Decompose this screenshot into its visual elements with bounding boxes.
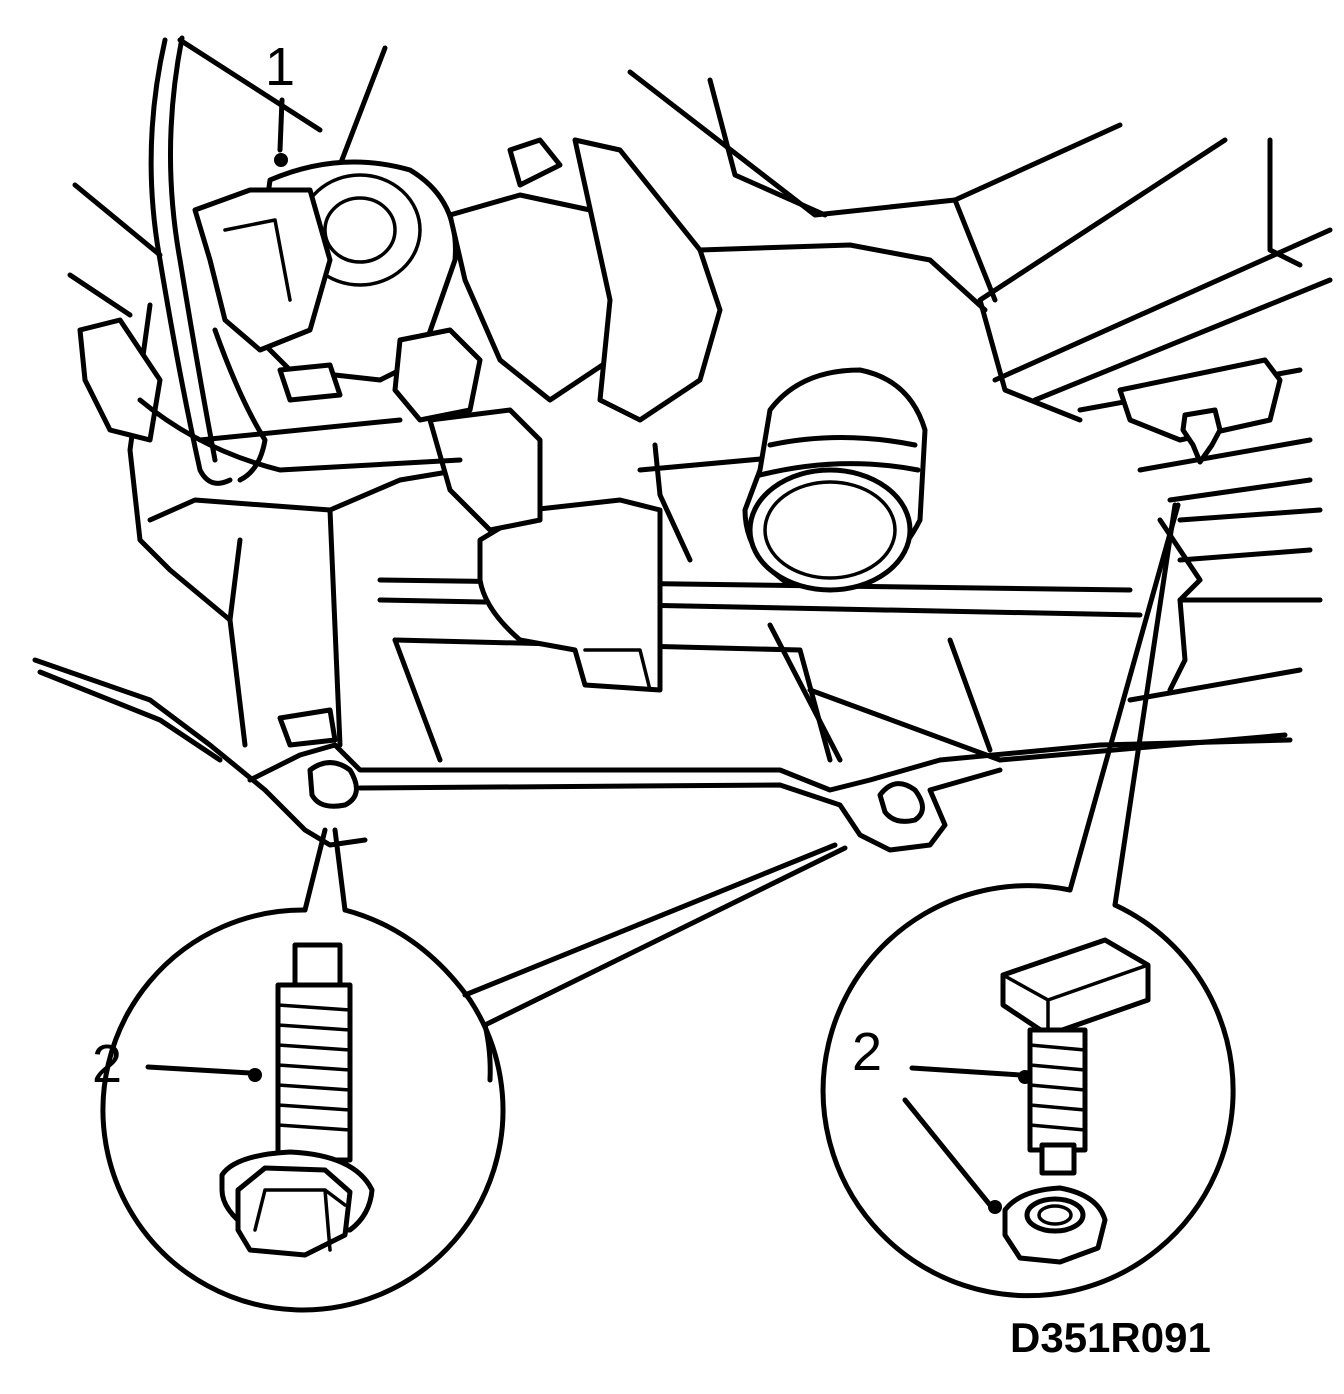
- t-bolt: [1000, 937, 1151, 1176]
- leader-1: [277, 97, 285, 153]
- leader-1-dot: [274, 153, 288, 167]
- detail-bubble-tbolt: [820, 883, 1236, 1299]
- right-mount-bracket: [1117, 357, 1283, 693]
- leader-lines: [145, 97, 1181, 1214]
- housing-body: [127, 242, 988, 693]
- background-frame-lines: [67, 37, 1333, 763]
- callout-1: 1: [265, 37, 295, 97]
- detail-bubble-bolt: [100, 907, 506, 1313]
- flange-nut: [1002, 1185, 1108, 1265]
- leader-2b: [909, 1065, 1023, 1078]
- wiring-harness: [148, 35, 268, 486]
- leader-2c: [902, 1097, 993, 1208]
- leader-2a: [145, 1064, 253, 1076]
- bulb-holder-assembly: [77, 137, 723, 748]
- callout-2-bolt: 2: [92, 1034, 122, 1094]
- callout-2-tbolt: 2: [852, 1022, 882, 1082]
- figure-code: D351R091: [1010, 1314, 1211, 1361]
- flange-bolt: [219, 942, 375, 1258]
